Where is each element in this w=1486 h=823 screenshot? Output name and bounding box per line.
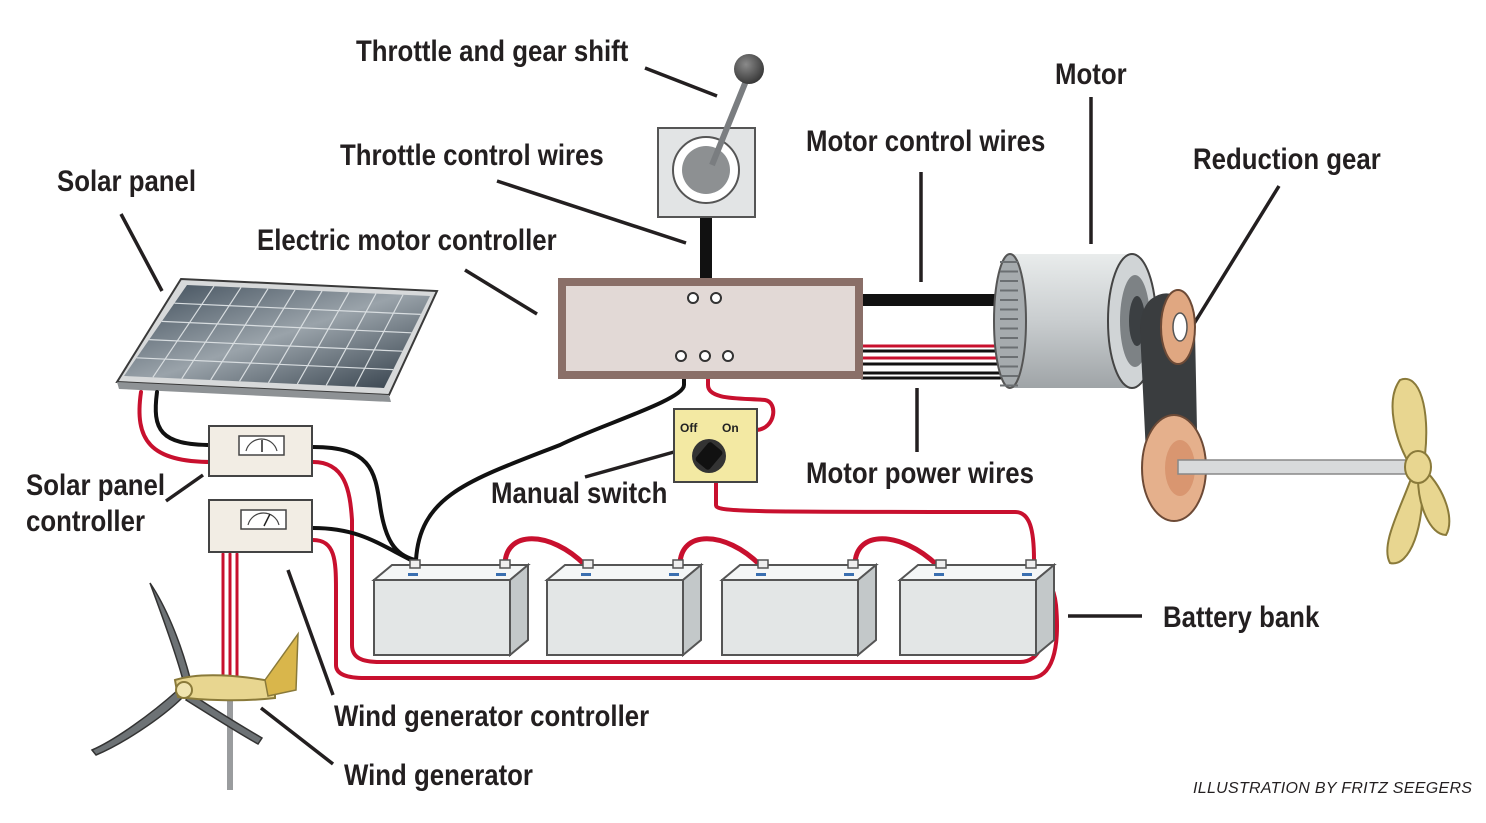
label-motor-control-wires: Motor control wires — [806, 125, 1046, 158]
label-solar-panel-controller-line2: controller — [26, 505, 145, 538]
label-motor-power-wires: Motor power wires — [806, 457, 1034, 490]
label-wind-generator-controller: Wind generator controller — [334, 700, 650, 733]
battery-bank — [371, 559, 1057, 658]
label-wind-generator: Wind generator — [344, 759, 533, 792]
solar-panel-controller-box — [208, 425, 313, 477]
battery-2 — [544, 559, 704, 658]
label-motor: Motor — [1055, 58, 1127, 91]
solar-panel — [115, 277, 439, 402]
leader-lines — [119, 66, 1281, 766]
switch-on-label: On — [722, 421, 739, 435]
battery-1 — [371, 559, 531, 658]
wind-generator-controller-box — [208, 499, 313, 553]
label-solar-panel-controller-line1: Solar panel — [26, 469, 166, 502]
wiring — [137, 216, 1059, 692]
propeller — [1386, 377, 1451, 565]
label-manual-switch: Manual switch — [491, 477, 668, 510]
electric-motor — [993, 253, 1157, 389]
reduction-gear — [1140, 289, 1207, 522]
electric-motor-controller-box — [558, 278, 863, 379]
switch-off-label: Off — [680, 421, 698, 435]
wind-generator — [90, 582, 299, 790]
battery-4 — [897, 559, 1057, 658]
illustration-credit: ILLUSTRATION BY FRITZ SEEGERS — [1193, 780, 1473, 797]
manual-switch-box: Off On — [673, 408, 758, 483]
label-battery-bank: Battery bank — [1163, 601, 1320, 634]
label-throttle-and-gear-shift: Throttle and gear shift — [356, 35, 629, 68]
label-solar-panel: Solar panel — [57, 165, 197, 198]
label-electric-motor-controller: Electric motor controller — [257, 224, 557, 257]
label-reduction-gear: Reduction gear — [1193, 143, 1381, 176]
label-throttle-control-wires: Throttle control wires — [340, 139, 604, 172]
throttle-lever — [657, 54, 764, 218]
propeller-shaft — [1177, 459, 1414, 475]
battery-3 — [719, 559, 879, 658]
